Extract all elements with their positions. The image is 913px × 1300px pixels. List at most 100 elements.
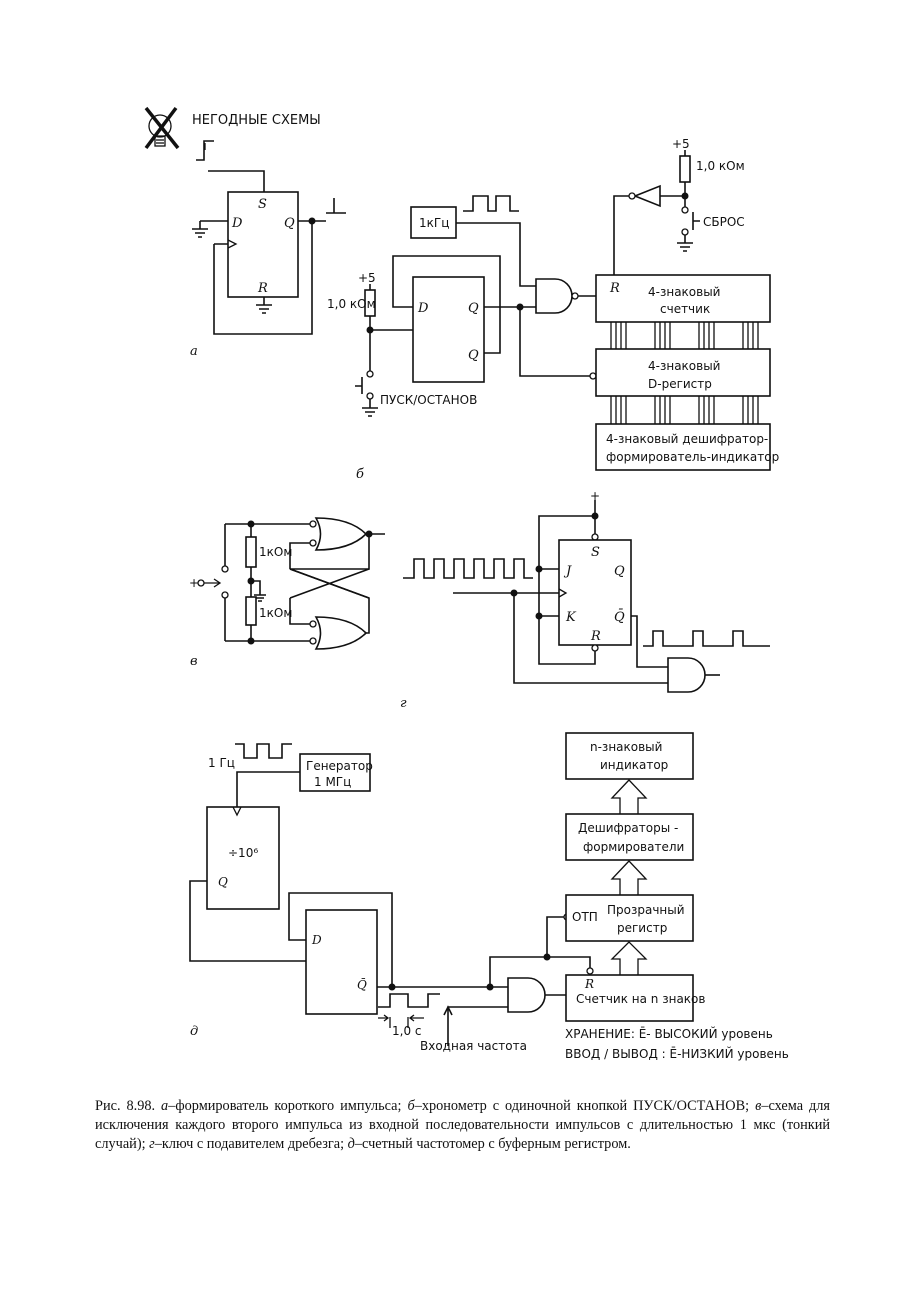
svg-text:ОТП: ОТП bbox=[572, 910, 598, 924]
crossed-bulb-icon bbox=[144, 106, 180, 150]
fig-b-letter: б bbox=[356, 467, 364, 482]
svg-text:Дешифраторы -: Дешифраторы - bbox=[578, 821, 678, 835]
svg-text:1 МГц: 1 МГц bbox=[314, 775, 351, 789]
start-stop-label: ПУСК/ОСТАНОВ bbox=[380, 393, 477, 407]
ground-icon bbox=[362, 399, 378, 417]
svg-text:4-знаковый: 4-знаковый bbox=[648, 285, 720, 299]
svg-text:n-знаковый: n-знаковый bbox=[590, 740, 662, 754]
svg-text:D-регистр: D-регистр bbox=[648, 377, 712, 391]
ground-icon bbox=[192, 221, 208, 238]
svg-text:ХРАНЕНИЕ: Ē- ВЫСОКИЙ уровень: ХРАНЕНИЕ: Ē- ВЫСОКИЙ уровень bbox=[565, 1026, 773, 1041]
pin-s: S bbox=[258, 197, 267, 212]
fig-g-circuit: + S J Q K Q̄ R bbox=[403, 489, 770, 693]
or-gate bbox=[314, 616, 368, 650]
svg-text:Q̄: Q̄ bbox=[614, 609, 625, 625]
divider-1e6 bbox=[206, 806, 280, 910]
svg-text:1кГц: 1кГц bbox=[419, 216, 449, 230]
svg-text:1,0 кОм: 1,0 кОм bbox=[696, 159, 745, 173]
header-title: НЕГОДНЫЕ СХЕМЫ bbox=[192, 113, 321, 128]
svg-text:Q: Q bbox=[218, 875, 228, 889]
or-gate bbox=[314, 517, 368, 551]
bus-arrow bbox=[610, 860, 648, 895]
decoder-drivers bbox=[565, 813, 694, 861]
fig-a-circuit: S D Q R bbox=[192, 170, 346, 335]
svg-text:1,0 кОм: 1,0 кОм bbox=[327, 297, 376, 311]
square-wave bbox=[463, 195, 519, 212]
svg-text:Входная частота: Входная частота bbox=[420, 1039, 527, 1053]
pin-r: R bbox=[257, 281, 268, 296]
svg-text:Q: Q bbox=[614, 564, 625, 579]
fig-b-circuit: +5 1,0 кОм СБРОС 1кГц +5 1,0 кОм П bbox=[327, 137, 779, 471]
switch-arrow bbox=[204, 578, 222, 588]
counter-4digit bbox=[595, 274, 771, 323]
fig-d-letter: д bbox=[190, 1024, 198, 1039]
svg-text:4-знаковый: 4-знаковый bbox=[648, 359, 720, 373]
fig-v-circuit: 1кОм 1кОм + bbox=[189, 517, 385, 650]
svg-text:Счетчик на n знаков: Счетчик на n знаков bbox=[576, 992, 705, 1006]
svg-text:+: + bbox=[590, 489, 600, 503]
svg-text:индикатор: индикатор bbox=[600, 758, 668, 772]
start-stop-button bbox=[355, 377, 363, 394]
svg-text:Q: Q bbox=[468, 348, 479, 363]
svg-text:1кОм: 1кОм bbox=[259, 606, 292, 620]
fig-a-letter: а bbox=[190, 344, 198, 359]
figure-caption: Рис. 8.98. а–формирователь короткого имп… bbox=[95, 1098, 831, 1152]
svg-text:+5: +5 bbox=[358, 271, 376, 285]
svg-text:S: S bbox=[591, 545, 600, 560]
svg-text:R: R bbox=[609, 281, 620, 296]
fig-v-letter: в bbox=[190, 654, 198, 669]
svg-text:Прозрачный: Прозрачный bbox=[607, 903, 685, 917]
svg-text:1кОм: 1кОм bbox=[259, 545, 292, 559]
rising-edge-symbol bbox=[196, 140, 214, 161]
d-flipflop bbox=[227, 191, 299, 298]
svg-text:K: K bbox=[565, 610, 577, 625]
generator-1mhz bbox=[299, 753, 371, 792]
resistor bbox=[245, 536, 257, 568]
bus-arrow bbox=[610, 779, 648, 814]
caption-prefix: Рис. 8.98. bbox=[95, 1098, 156, 1114]
and-gate bbox=[507, 977, 546, 1013]
gate-pulse bbox=[378, 993, 440, 1008]
ground-icon bbox=[677, 235, 693, 252]
pin-q: Q bbox=[284, 216, 295, 231]
svg-text:Q̄: Q̄ bbox=[357, 977, 367, 992]
svg-text:формирователь-индикатор: формирователь-индикатор bbox=[606, 450, 779, 464]
svg-text:+5: +5 bbox=[672, 137, 690, 151]
input-pulse-train bbox=[403, 558, 533, 579]
ground-icon bbox=[251, 580, 266, 602]
svg-text:J: J bbox=[563, 564, 572, 579]
n-digit-indicator bbox=[565, 732, 694, 780]
svg-text:4-знаковый дешифратор-: 4-знаковый дешифратор- bbox=[606, 432, 768, 446]
svg-text:D: D bbox=[417, 301, 429, 316]
d-register-4digit bbox=[595, 348, 771, 397]
bus-arrow bbox=[610, 941, 648, 975]
pin-d: D bbox=[231, 216, 243, 231]
nand-gate bbox=[535, 278, 573, 314]
fig-g-letter: г bbox=[400, 696, 407, 711]
svg-text:1 Гц: 1 Гц bbox=[208, 756, 235, 770]
svg-text:D: D bbox=[311, 933, 322, 947]
svg-text:счетчик: счетчик bbox=[660, 302, 710, 316]
svg-text:ВВОД / ВЫВОД : Ē-НИЗКИЙ урове: ВВОД / ВЫВОД : Ē-НИЗКИЙ уровень bbox=[565, 1046, 789, 1061]
svg-text:Q: Q bbox=[468, 301, 479, 316]
svg-text:+: + bbox=[189, 576, 199, 590]
resistor bbox=[245, 596, 257, 626]
svg-text:1,0 с: 1,0 с bbox=[392, 1024, 422, 1038]
decoder-driver-indicator bbox=[595, 423, 771, 471]
and-gate bbox=[667, 657, 706, 693]
d-flipflop bbox=[305, 909, 378, 1015]
svg-text:регистр: регистр bbox=[617, 921, 667, 935]
svg-text:R: R bbox=[584, 977, 594, 991]
transparent-register bbox=[565, 894, 694, 942]
svg-text:R: R bbox=[590, 629, 601, 644]
square-wave bbox=[235, 743, 292, 759]
fig-d-circuit: 1 Гц Генератор 1 МГц ÷10⁶ Q D Q̄ 1,0 с В… bbox=[189, 732, 789, 1061]
reset-button bbox=[692, 212, 700, 230]
output-pulse-train bbox=[643, 630, 770, 647]
d-flipflop bbox=[412, 276, 485, 383]
reset-label: СБРОС bbox=[703, 215, 745, 229]
resistor bbox=[679, 155, 691, 183]
svg-text:формирователи: формирователи bbox=[583, 840, 684, 854]
svg-text:÷10⁶: ÷10⁶ bbox=[228, 846, 258, 860]
